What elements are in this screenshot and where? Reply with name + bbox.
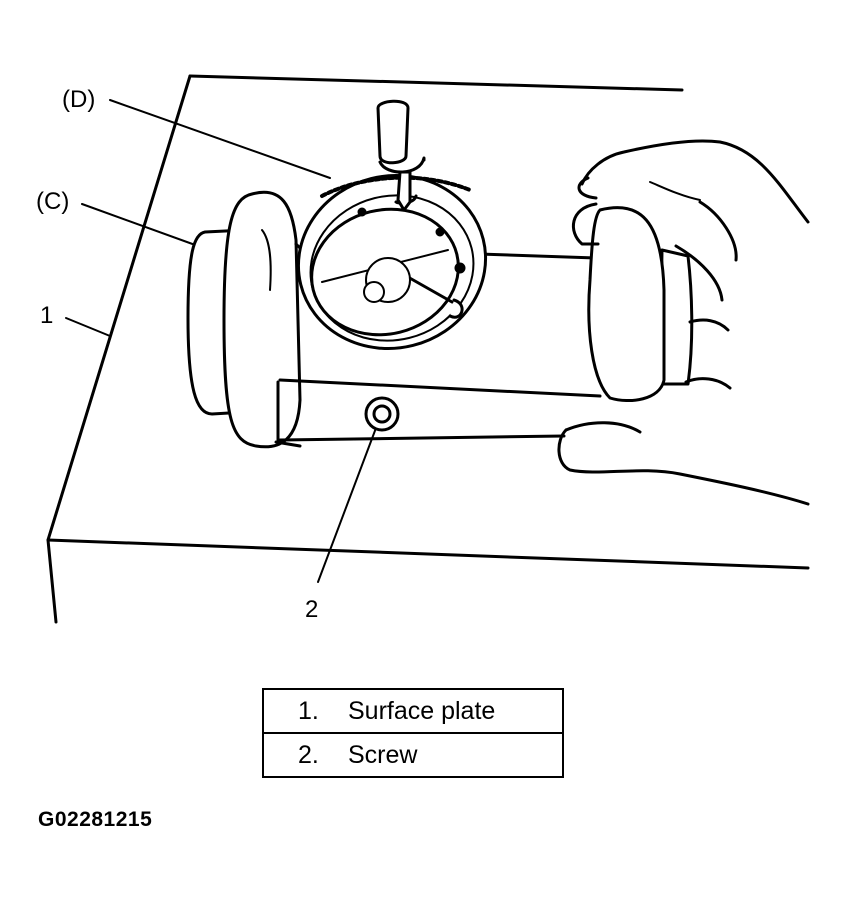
legend-number: 2. — [298, 740, 319, 769]
callout-1: 1 — [40, 302, 54, 329]
leader-line-1 — [65, 317, 111, 337]
leader-line-d — [109, 99, 331, 179]
legend-text: Surface plate — [348, 696, 496, 725]
legend-number-cell: 1. — [263, 689, 348, 733]
right-end-cap — [587, 206, 694, 402]
legend-text: Screw — [348, 732, 563, 777]
dial-gauge-illustration — [46, 74, 810, 624]
surface-plate — [46, 74, 810, 624]
callout-d: (D) — [62, 86, 96, 113]
legend-row: 2. Screw — [263, 732, 563, 777]
dial-plunger — [376, 99, 412, 212]
callout-c: (C) — [36, 188, 70, 215]
leader-lines — [65, 99, 377, 583]
legend-number-cell: 2. — [263, 732, 348, 777]
figure-id: G02281215 — [38, 808, 153, 831]
screw — [364, 396, 400, 432]
leader-line-2 — [317, 427, 377, 583]
hand — [557, 139, 810, 506]
callout-2: 2 — [305, 596, 319, 623]
dial-gauge — [296, 156, 488, 350]
legend-table: 1. Surface plate 2. Screw — [262, 688, 564, 778]
left-end-cap — [186, 190, 302, 449]
legend-row: 1. Surface plate — [263, 689, 563, 733]
leader-line-c — [81, 203, 199, 247]
legend-number: 1. — [298, 696, 319, 725]
